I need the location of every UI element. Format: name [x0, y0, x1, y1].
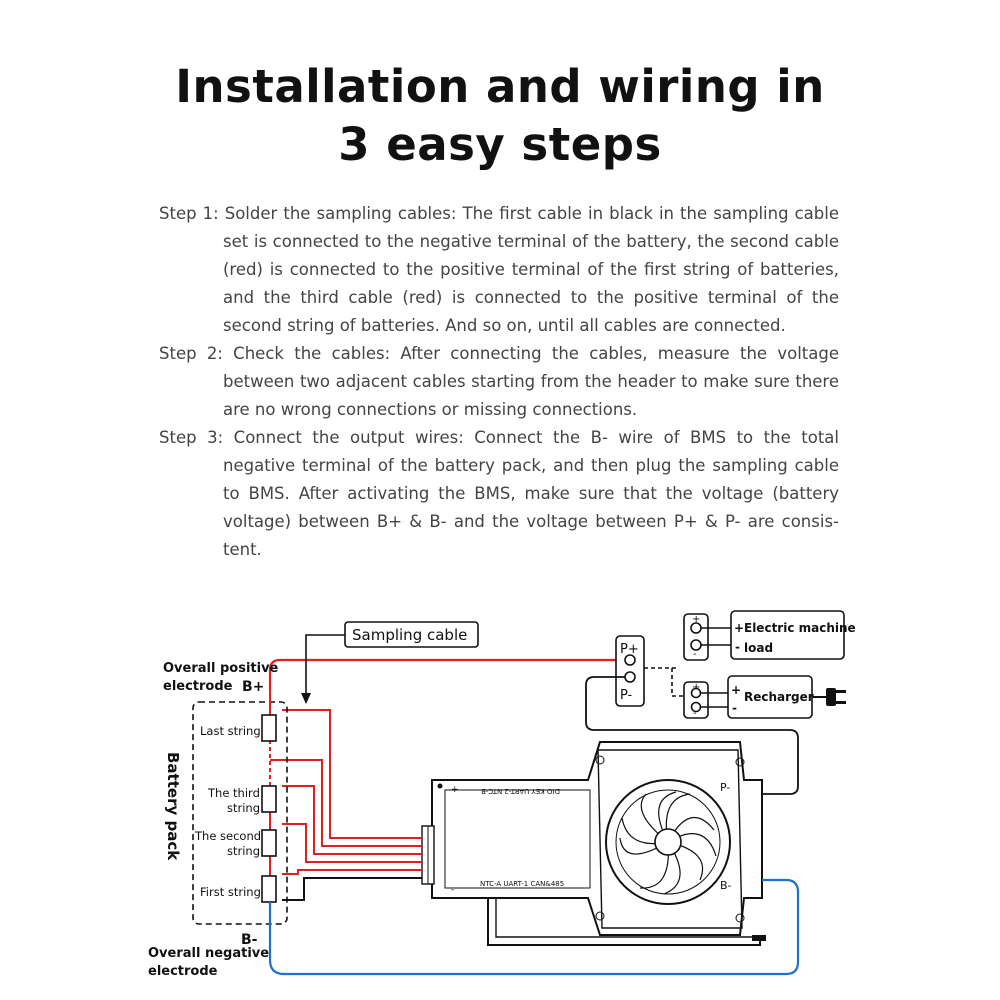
positive-main-wire [268, 658, 616, 690]
bms-p-minus-label: P- [720, 781, 730, 794]
battery-pack-box [192, 701, 288, 925]
label-overall-negative-1: Overall negative [148, 946, 269, 961]
label-p-plus: P+ [620, 642, 639, 657]
battery-cell-second [261, 829, 277, 857]
label-b-plus: B+ [242, 679, 264, 695]
label-overall-positive-1: Overall positive [163, 661, 279, 676]
label-second-string-1: The second [194, 829, 261, 843]
bms-top-port-labels: DIO KEY UART-2 NTC-B [481, 787, 560, 795]
battery-cell-third [261, 785, 277, 813]
bms-board: + - DIO KEY UART-2 NTC-B NTC-A UART-1 CA… [421, 741, 766, 946]
sampling-wire-black [282, 877, 422, 901]
recharger-minus-mark: - [693, 708, 697, 719]
recharger-terminal-block [683, 681, 709, 719]
p-terminal-block [615, 635, 645, 707]
step-2-text: Step 2: Check the cables: After connecti… [159, 344, 839, 419]
label-third-string-2: string [227, 801, 260, 815]
recharger-box-plus: + [731, 683, 741, 697]
machine-plus-mark: + [734, 621, 744, 635]
load-plus-mark: + [692, 614, 700, 625]
label-last-string: Last string [200, 724, 261, 738]
sampling-cable-label: Sampling cable [352, 626, 467, 644]
label-p-minus: P- [620, 688, 633, 703]
label-overall-positive-2: electrode [163, 679, 233, 694]
label-recharger: Recharger [744, 690, 814, 704]
battery-cells [261, 714, 277, 903]
battery-cell-last [261, 714, 277, 742]
electric-machine-box [730, 610, 845, 660]
recharger-plus-mark: + [692, 682, 700, 693]
label-electric-machine: Electric machine [744, 621, 856, 635]
bms-minus-mark: - [451, 885, 454, 895]
battery-cell-first [261, 875, 277, 903]
p-minus-wire [585, 676, 799, 795]
title-line-2: 3 easy steps [338, 118, 662, 171]
temp-sensor-plug [752, 935, 766, 941]
label-first-string: First string [200, 885, 261, 899]
battery-pack-label: Battery pack [164, 752, 182, 861]
recharger-box-minus: - [732, 701, 737, 715]
title-line-1: Installation and wiring in [175, 60, 825, 113]
step-1-text: Step 1: Solder the sampling cables: The … [159, 204, 839, 335]
load-terminal-block [683, 613, 709, 661]
bms-bottom-port-labels: NTC-A UART-1 CAN&485 [480, 880, 564, 888]
page-title: Installation and wiring in 3 easy steps [0, 58, 1000, 174]
label-b-minus: B- [241, 932, 258, 948]
bms-plus-mark: + [451, 785, 459, 795]
label-overall-negative-2: electrode [148, 964, 218, 979]
label-third-string-1: The third [207, 786, 260, 800]
negative-main-wire [268, 878, 800, 976]
sampling-wires [270, 709, 422, 875]
power-plug-icon [826, 688, 846, 706]
instructions: Step 1: Solder the sampling cables: The … [159, 200, 839, 564]
bms-b-minus-label: B- [720, 879, 732, 892]
step-3-text: Step 3: Connect the output wires: Connec… [159, 428, 839, 559]
label-second-string-2: string [227, 844, 260, 858]
machine-minus-mark: - [735, 640, 740, 654]
load-minus-mark: - [693, 649, 697, 660]
label-load: load [744, 641, 773, 655]
